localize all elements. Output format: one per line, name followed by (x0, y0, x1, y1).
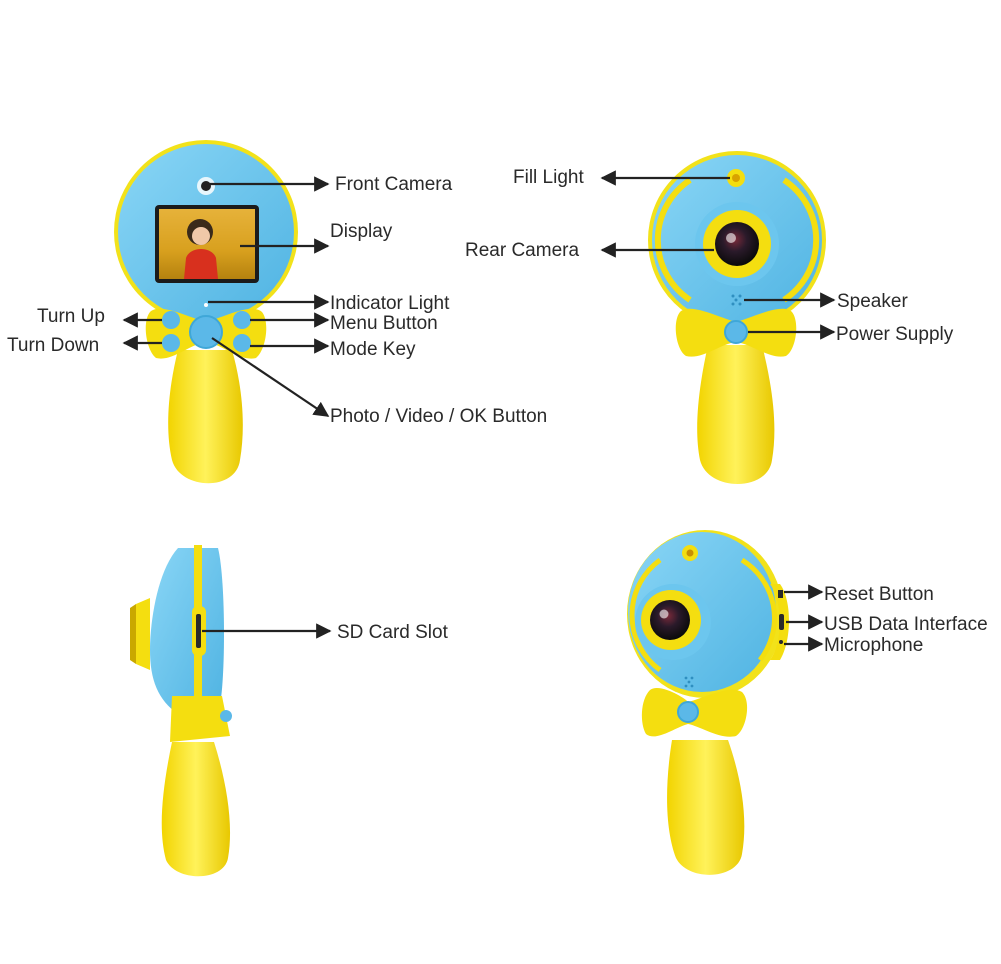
mode-key[interactable] (233, 334, 251, 352)
side-handle (161, 742, 231, 877)
angled-view (627, 530, 789, 875)
label-photo-video-ok: Photo / Video / OK Button (330, 406, 547, 427)
angled-camera-lens (650, 600, 690, 640)
label-power-supply: Power Supply (836, 324, 954, 345)
angled-power-button[interactable] (677, 701, 699, 723)
label-sd-card-slot: SD Card Slot (337, 622, 449, 643)
label-menu-button: Menu Button (330, 313, 438, 334)
label-turn-up: Turn Up (37, 306, 105, 327)
side-body (150, 548, 224, 714)
labels: Front Camera Display Indicator Light Tur… (7, 167, 988, 656)
back-view (648, 151, 826, 484)
label-indicator-light: Indicator Light (330, 293, 450, 314)
label-front-camera: Front Camera (335, 174, 453, 195)
rear-camera-lens (715, 222, 759, 266)
back-handle (697, 345, 775, 484)
front-handle (168, 350, 243, 484)
power-button[interactable] (724, 320, 748, 344)
angled-arrows (784, 584, 824, 652)
label-fill-light: Fill Light (513, 167, 584, 188)
label-speaker: Speaker (837, 291, 908, 312)
label-display: Display (330, 221, 393, 242)
side-view (130, 545, 232, 877)
front-arrows (122, 176, 330, 417)
label-reset-button: Reset Button (824, 584, 934, 605)
label-rear-camera: Rear Camera (465, 240, 579, 261)
turn-down-button[interactable] (162, 334, 180, 352)
label-usb-data-interface: USB Data Interface (824, 614, 988, 635)
menu-button[interactable] (233, 311, 251, 329)
photo-video-ok-button[interactable] (189, 315, 223, 349)
speaker-grille (731, 294, 742, 306)
angled-handle (667, 740, 745, 875)
label-microphone: Microphone (824, 635, 923, 656)
label-turn-down: Turn Down (7, 335, 99, 356)
back-arrows (600, 170, 836, 340)
side-bow (170, 696, 230, 742)
indicator-light (204, 303, 208, 307)
reset-button[interactable] (778, 590, 783, 598)
turn-up-button[interactable] (162, 311, 180, 329)
front-view (114, 140, 298, 484)
label-mode-key: Mode Key (330, 339, 416, 360)
usb-port[interactable] (779, 614, 784, 630)
microphone-hole (779, 640, 783, 644)
